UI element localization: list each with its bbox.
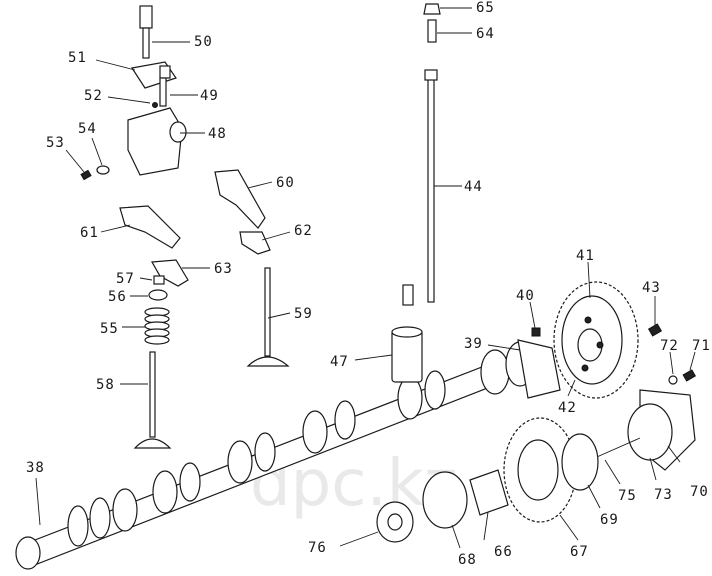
valve-59 (246, 267, 290, 367)
bolt-40 (531, 327, 541, 337)
callout-72: 72 (660, 338, 679, 354)
callout-69: 69 (600, 512, 619, 528)
gasket-73 (627, 403, 673, 461)
callout-52: 52 (84, 88, 103, 104)
callout-76: 76 (308, 540, 327, 556)
callout-39: 39 (464, 336, 483, 352)
tappet-47 (391, 329, 423, 383)
callout-75: 75 (618, 488, 637, 504)
callout-59: 59 (294, 306, 313, 322)
callout-71: 71 (692, 338, 711, 354)
rocker-arm-61 (119, 205, 181, 249)
callout-56: 56 (108, 289, 127, 305)
thrust-plate-39 (517, 339, 561, 399)
washer-72 (668, 375, 678, 385)
callout-49: 49 (200, 88, 219, 104)
callout-73: 73 (654, 487, 673, 503)
callout-42: 42 (558, 400, 577, 416)
callout-38: 38 (26, 460, 45, 476)
callout-68: 68 (458, 552, 477, 568)
callout-67: 67 (570, 544, 589, 560)
callout-63: 63 (214, 261, 233, 277)
callout-40: 40 (516, 288, 535, 304)
rocker-support-48 (127, 107, 183, 176)
callout-65: 65 (476, 0, 495, 16)
bolt-49 (159, 77, 167, 107)
hub-69 (561, 433, 599, 491)
callout-48: 48 (208, 126, 227, 142)
callout-64: 64 (476, 26, 495, 42)
callout-41: 41 (576, 248, 595, 264)
hub-68 (422, 471, 468, 529)
camshaft (15, 341, 535, 570)
callout-70: 70 (690, 484, 709, 500)
callout-43: 43 (642, 280, 661, 296)
callout-66: 66 (494, 544, 513, 560)
callout-54: 54 (78, 121, 97, 137)
callout-61: 61 (80, 225, 99, 241)
pin-52 (152, 102, 158, 108)
washer-54 (96, 165, 110, 175)
leader-lines (35, 7, 696, 549)
bushing-66 (469, 469, 509, 516)
screw-53 (80, 169, 92, 181)
callout-62: 62 (294, 223, 313, 239)
callout-58: 58 (96, 377, 115, 393)
callout-51: 51 (68, 50, 87, 66)
callout-47: 47 (330, 354, 349, 370)
bolt-43 (647, 323, 663, 337)
key-57 (153, 275, 165, 285)
bolt-50 (139, 5, 153, 29)
rocker-63 (151, 259, 189, 287)
spring-55 (144, 307, 170, 345)
callout-55: 55 (100, 321, 119, 337)
adjuster-screw-64 (427, 19, 437, 43)
camshaft-gear-41 (553, 281, 639, 399)
valve-58 (133, 351, 172, 449)
callout-50: 50 (194, 34, 213, 50)
nut-65 (423, 3, 441, 15)
bolt-71 (682, 369, 697, 382)
callout-53: 53 (46, 135, 65, 151)
callout-labels: 38 39 40 41 42 43 44 47 48 49 50 51 52 5… (26, 0, 711, 568)
rocker-arm-60 (214, 169, 266, 229)
callout-60: 60 (276, 175, 295, 191)
pushrod-44 (402, 69, 438, 306)
callout-57: 57 (116, 271, 135, 287)
callout-44: 44 (464, 179, 483, 195)
retainer-56 (148, 289, 168, 301)
stud-75 (589, 437, 641, 461)
rocker-62 (239, 231, 271, 255)
